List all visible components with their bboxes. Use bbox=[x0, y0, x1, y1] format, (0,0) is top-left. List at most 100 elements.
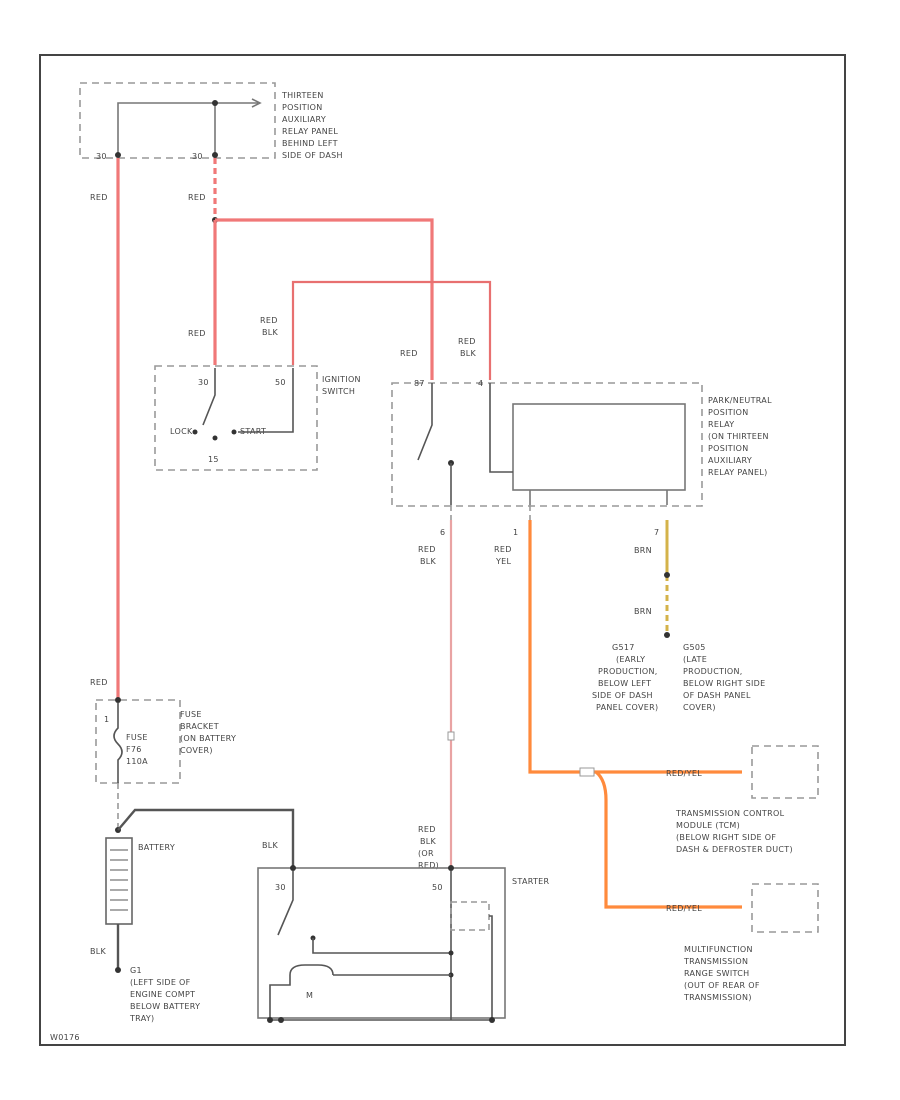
wire-label-red-upper: RED bbox=[188, 193, 206, 202]
ignition-switch-blade bbox=[202, 368, 216, 426]
ignition-contact-lock bbox=[192, 429, 198, 435]
starter-50-node bbox=[448, 865, 454, 871]
wire-label-red-blk-ign: RED BLK bbox=[260, 316, 278, 337]
svg-text:PARK/NEUTRAL: PARK/NEUTRAL bbox=[708, 396, 772, 405]
svg-text:THIRTEEN: THIRTEEN bbox=[281, 91, 324, 100]
ignition-pin-30: 30 bbox=[198, 378, 209, 387]
fuse-pin: 1 bbox=[104, 715, 109, 724]
svg-text:RED: RED bbox=[418, 545, 436, 554]
wire-label-red-relay: RED bbox=[400, 349, 418, 358]
svg-text:MULTIFUNCTION: MULTIFUNCTION bbox=[684, 945, 753, 954]
svg-text:SIDE OF DASH: SIDE OF DASH bbox=[592, 691, 653, 700]
starter-motor-symbol bbox=[269, 964, 334, 1020]
tps-bus-node bbox=[212, 100, 218, 106]
svg-text:IGNITION: IGNITION bbox=[322, 375, 361, 384]
svg-text:YEL: YEL bbox=[495, 557, 512, 566]
svg-text:TRANSMISSION CONTROL: TRANSMISSION CONTROL bbox=[675, 809, 785, 818]
ground-late-label: G505 (LATE PRODUCTION, BELOW RIGHT SIDE … bbox=[683, 643, 765, 712]
svg-text:DASH & DEFROSTER DUCT): DASH & DEFROSTER DUCT) bbox=[676, 845, 793, 854]
starter-30-node bbox=[290, 865, 296, 871]
svg-text:COVER): COVER) bbox=[683, 703, 716, 712]
ignition-switch-box bbox=[154, 365, 318, 471]
inline-connector-mid bbox=[447, 731, 455, 741]
svg-text:OF DASH PANEL: OF DASH PANEL bbox=[683, 691, 751, 700]
wire-label-brn-lower: BRN bbox=[634, 607, 652, 616]
fuse-element bbox=[113, 703, 123, 783]
svg-text:RED: RED bbox=[418, 825, 436, 834]
svg-text:MODULE (TCM): MODULE (TCM) bbox=[676, 821, 740, 830]
tps-arrow bbox=[251, 98, 262, 108]
svg-text:POSITION: POSITION bbox=[282, 103, 323, 112]
battery-body bbox=[105, 837, 133, 925]
tcm-box bbox=[751, 745, 819, 799]
battery-label: BATTERY bbox=[138, 843, 175, 852]
fuse-bracket-label: FUSE BRACKET (ON BATTERY COVER) bbox=[180, 710, 236, 755]
svg-text:RELAY PANEL: RELAY PANEL bbox=[282, 127, 338, 136]
starter-box bbox=[257, 867, 506, 1019]
svg-text:F76: F76 bbox=[126, 745, 142, 754]
inline-connector-tcm-split bbox=[579, 767, 595, 777]
wire-label-red-blk-or-red: RED BLK (OR RED) bbox=[418, 825, 439, 870]
wire-label-red-yel-tcm: RED/YEL bbox=[666, 769, 702, 778]
svg-text:(LEFT SIDE OF: (LEFT SIDE OF bbox=[130, 978, 191, 987]
svg-text:BELOW BATTERY: BELOW BATTERY bbox=[130, 1002, 200, 1011]
svg-text:BLK: BLK bbox=[420, 837, 437, 846]
wire-label-red-yel-mfs: RED/YEL bbox=[666, 904, 702, 913]
tps-relay-panel-box bbox=[79, 82, 276, 159]
ignition-start-to-50 bbox=[238, 368, 294, 433]
ignition-pin-15: 15 bbox=[208, 455, 219, 464]
tps-relay-panel-label: THIRTEEN POSITION AUXILIARY RELAY PANEL … bbox=[281, 91, 343, 160]
wire-label-red-left: RED bbox=[90, 193, 108, 202]
starter-motor-label: M bbox=[306, 991, 313, 1000]
wire-label-red-fuse: RED bbox=[90, 678, 108, 687]
red-blk-ign50-to-relay bbox=[291, 280, 492, 380]
svg-text:TRANSMISSION): TRANSMISSION) bbox=[683, 993, 752, 1002]
svg-text:TRAY): TRAY) bbox=[129, 1014, 154, 1023]
red-yel-main bbox=[528, 520, 596, 774]
tps-pin-left: 30 bbox=[96, 152, 107, 161]
svg-text:(EARLY: (EARLY bbox=[616, 655, 645, 664]
tps-pin-left-node bbox=[115, 152, 121, 158]
pn-relay-label: PARK/NEUTRAL POSITION RELAY (ON THIRTEEN… bbox=[708, 396, 772, 477]
svg-text:G1: G1 bbox=[130, 966, 142, 975]
svg-text:(OR: (OR bbox=[418, 849, 434, 858]
svg-text:RELAY: RELAY bbox=[708, 420, 735, 429]
svg-text:AUXILIARY: AUXILIARY bbox=[282, 115, 326, 124]
svg-text:POSITION: POSITION bbox=[708, 408, 749, 417]
tcm-label: TRANSMISSION CONTROL MODULE (TCM) (BELOW… bbox=[675, 809, 793, 854]
diagram-id: W0176 bbox=[50, 1033, 80, 1042]
tps-internal-bus bbox=[117, 102, 258, 155]
pn-pin-1: 1 bbox=[513, 528, 518, 537]
mfs-box bbox=[751, 883, 819, 933]
svg-text:110A: 110A bbox=[126, 757, 148, 766]
pn-relay-box bbox=[391, 382, 703, 507]
starter-ground-mid bbox=[278, 1017, 284, 1023]
starter-solenoid-coil bbox=[450, 901, 490, 931]
battery-cells bbox=[110, 849, 128, 911]
svg-text:PRODUCTION,: PRODUCTION, bbox=[683, 667, 743, 676]
svg-text:FUSE: FUSE bbox=[180, 710, 202, 719]
svg-text:SIDE OF DASH: SIDE OF DASH bbox=[282, 151, 343, 160]
battery-to-starter-cable bbox=[117, 808, 295, 868]
ground-early-label: G517 (EARLY PRODUCTION, BELOW LEFT SIDE … bbox=[592, 643, 658, 712]
svg-text:RANGE SWITCH: RANGE SWITCH bbox=[684, 969, 749, 978]
pn-pin-4: 4 bbox=[478, 379, 483, 388]
starter-label: STARTER bbox=[512, 877, 550, 886]
wire-label-red-blk-starter: RED BLK bbox=[418, 545, 437, 566]
svg-text:RED: RED bbox=[260, 316, 278, 325]
fuse-f76-label: FUSE F76 110A bbox=[126, 733, 148, 766]
starter-50-lower-node bbox=[448, 950, 454, 956]
diagram-border bbox=[39, 54, 846, 1046]
wire-label-blk-starter: BLK bbox=[262, 841, 279, 850]
wire-label-blk-ground: BLK bbox=[90, 947, 107, 956]
svg-text:TRANSMISSION: TRANSMISSION bbox=[683, 957, 748, 966]
svg-text:AUXILIARY: AUXILIARY bbox=[708, 456, 752, 465]
ground-late-node bbox=[664, 632, 670, 638]
pn-relay-coil bbox=[512, 403, 686, 491]
fuse-bracket-box bbox=[95, 699, 181, 784]
starter-pin-50: 50 bbox=[432, 883, 443, 892]
tps-pin-right: 30 bbox=[192, 152, 203, 161]
svg-text:BLK: BLK bbox=[420, 557, 437, 566]
ignition-contact-mid bbox=[212, 435, 218, 441]
